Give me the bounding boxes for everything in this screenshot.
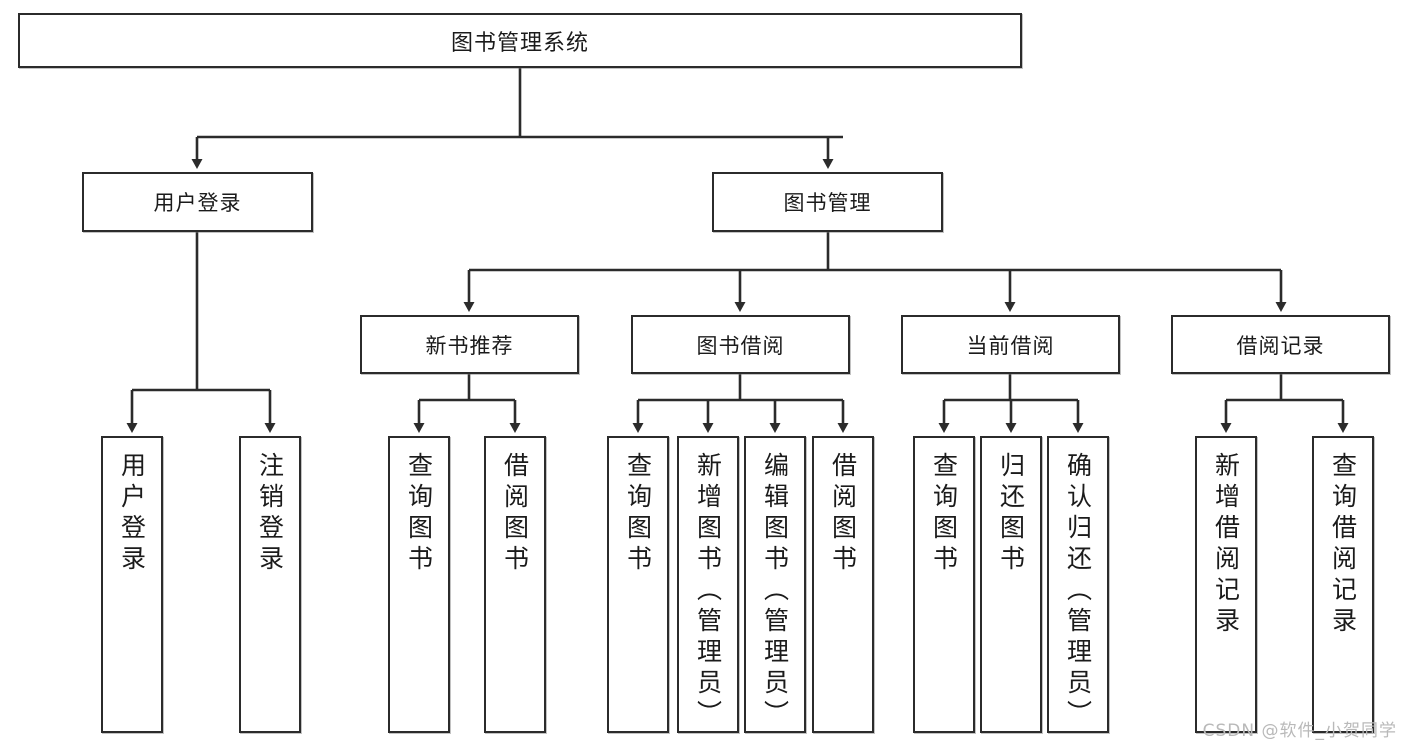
node-new-book-rec[interactable]: 新书推荐: [360, 315, 579, 374]
leaf-return-book[interactable]: 归还图书: [980, 436, 1042, 733]
leaf-query-book-3-label: 查询图书: [929, 452, 959, 576]
leaf-edit-book[interactable]: 编辑图书（管理员）: [744, 436, 806, 733]
node-current-borrow[interactable]: 当前借阅: [901, 315, 1120, 374]
leaf-logout-label: 注销登录: [255, 452, 285, 576]
node-user-login[interactable]: 用户登录: [82, 172, 313, 232]
leaf-query-book-2[interactable]: 查询图书: [607, 436, 669, 733]
node-book-manage-label: 图书管理: [783, 191, 872, 215]
node-root[interactable]: 图书管理系统: [18, 13, 1022, 68]
node-book-borrow-label: 图书借阅: [696, 333, 785, 358]
leaf-user-login-label: 用户登录: [117, 452, 147, 576]
leaf-logout[interactable]: 注销登录: [239, 436, 301, 733]
leaf-borrow-book-2-label: 借阅图书: [828, 452, 858, 576]
leaf-user-login[interactable]: 用户登录: [101, 436, 163, 733]
leaf-query-record-label: 查询借阅记录: [1328, 452, 1358, 638]
leaf-confirm-return[interactable]: 确认归还（管理员）: [1047, 436, 1109, 733]
leaf-add-record-label: 新增借阅记录: [1211, 452, 1241, 638]
leaf-add-record[interactable]: 新增借阅记录: [1195, 436, 1257, 733]
leaf-add-book[interactable]: 新增图书（管理员）: [677, 436, 739, 733]
node-book-manage[interactable]: 图书管理: [712, 172, 943, 232]
leaf-return-book-label: 归还图书: [996, 452, 1026, 576]
node-borrow-record-label: 借阅记录: [1236, 333, 1325, 358]
node-root-label: 图书管理系统: [450, 30, 589, 56]
leaf-confirm-return-label: 确认归还（管理员）: [1063, 452, 1093, 731]
leaf-add-book-label: 新增图书（管理员）: [693, 452, 723, 731]
node-new-book-rec-label: 新书推荐: [425, 333, 514, 358]
node-book-borrow[interactable]: 图书借阅: [631, 315, 850, 374]
leaf-query-book-2-label: 查询图书: [623, 452, 653, 576]
node-user-login-label: 用户登录: [153, 191, 242, 215]
leaf-query-book-1-label: 查询图书: [404, 452, 434, 576]
watermark: CSDN @软件_小贺同学: [1202, 721, 1397, 741]
leaf-query-record[interactable]: 查询借阅记录: [1312, 436, 1374, 733]
leaf-borrow-book-1-label: 借阅图书: [500, 452, 530, 576]
leaf-query-book-3[interactable]: 查询图书: [913, 436, 975, 733]
node-current-borrow-label: 当前借阅: [966, 333, 1055, 358]
leaf-edit-book-label: 编辑图书（管理员）: [760, 452, 790, 731]
leaf-borrow-book-2[interactable]: 借阅图书: [812, 436, 874, 733]
node-borrow-record[interactable]: 借阅记录: [1171, 315, 1390, 374]
leaf-borrow-book-1[interactable]: 借阅图书: [484, 436, 546, 733]
leaf-query-book-1[interactable]: 查询图书: [388, 436, 450, 733]
